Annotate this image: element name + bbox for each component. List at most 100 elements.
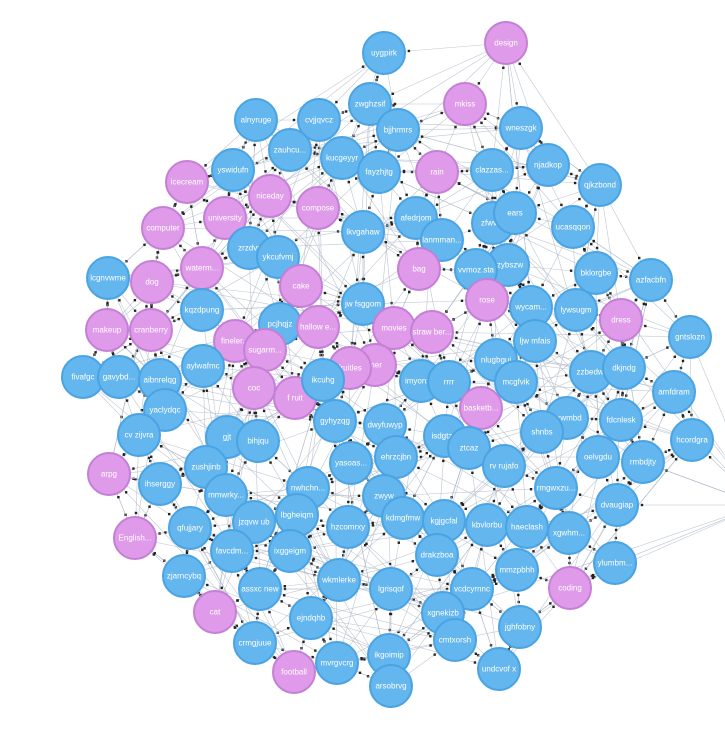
- node-circle[interactable]: [668, 315, 712, 359]
- graph-node-rmbdjty[interactable]: rmbdjty: [621, 440, 665, 484]
- graph-node-coding[interactable]: coding: [548, 566, 592, 610]
- graph-node-ljwmfais[interactable]: ljw mfais: [513, 319, 557, 363]
- graph-node-design[interactable]: design: [484, 21, 528, 65]
- graph-node-njadkop[interactable]: njadkop: [526, 143, 570, 187]
- graph-node-hzcomrxy[interactable]: hzcomrxy: [326, 505, 370, 549]
- node-circle[interactable]: [348, 82, 392, 126]
- graph-node-xgwhm[interactable]: xgwhm...: [547, 511, 591, 555]
- node-circle[interactable]: [238, 567, 282, 611]
- graph-node-ylumbm[interactable]: ylumbm...: [593, 541, 637, 585]
- graph-node-watermelon[interactable]: waterm...: [180, 246, 224, 290]
- node-circle[interactable]: [547, 511, 591, 555]
- node-circle[interactable]: [168, 506, 212, 550]
- node-circle[interactable]: [138, 462, 182, 506]
- graph-node-gntslozn[interactable]: gntslozn: [668, 315, 712, 359]
- node-circle[interactable]: [450, 567, 494, 611]
- graph-node-bihjqu[interactable]: bihjqu: [236, 419, 280, 463]
- graph-node-arsobrvg[interactable]: arsobrvg: [369, 664, 413, 708]
- graph-node-amfdram[interactable]: amfdram: [652, 370, 696, 414]
- node-circle[interactable]: [369, 567, 413, 611]
- graph-node-favcdm[interactable]: favcdm...: [210, 529, 254, 573]
- graph-node-mmzpbhh[interactable]: mmzpbhh: [495, 548, 539, 592]
- graph-node-assxcnew[interactable]: assxc new: [238, 567, 282, 611]
- node-circle[interactable]: [410, 310, 454, 354]
- node-circle[interactable]: [554, 288, 598, 332]
- node-circle[interactable]: [248, 174, 292, 218]
- node-circle[interactable]: [296, 305, 340, 349]
- graph-node-rmgwxzu[interactable]: rmgwxzu...: [534, 466, 578, 510]
- node-circle[interactable]: [374, 435, 418, 479]
- graph-node-bag[interactable]: bag: [397, 247, 441, 291]
- node-circle[interactable]: [369, 664, 413, 708]
- node-circle[interactable]: [141, 206, 185, 250]
- node-circle[interactable]: [415, 150, 459, 194]
- node-circle[interactable]: [447, 426, 491, 470]
- graph-node-rain[interactable]: rain: [415, 150, 459, 194]
- node-circle[interactable]: [234, 98, 278, 142]
- node-circle[interactable]: [443, 82, 487, 126]
- graph-node-zauhcu[interactable]: zauhcu...: [268, 128, 312, 172]
- node-circle[interactable]: [574, 251, 618, 295]
- graph-node-lywsugm[interactable]: lywsugm: [554, 288, 598, 332]
- graph-node-haeclash[interactable]: haeclash: [505, 505, 549, 549]
- graph-node-kbvlorbu[interactable]: kbvlorbu: [465, 503, 509, 547]
- node-circle[interactable]: [420, 218, 464, 262]
- node-circle[interactable]: [232, 366, 276, 410]
- node-circle[interactable]: [97, 355, 141, 399]
- node-circle[interactable]: [85, 308, 129, 352]
- node-circle[interactable]: [181, 344, 225, 388]
- graph-node-arpg[interactable]: arpg: [87, 452, 131, 496]
- node-circle[interactable]: [272, 650, 316, 694]
- graph-node-yswidufn[interactable]: yswidufn: [211, 148, 255, 192]
- node-circle[interactable]: [256, 235, 300, 279]
- graph-node-qfujjary[interactable]: qfujjary: [168, 506, 212, 550]
- graph-node-makeup[interactable]: makeup: [85, 308, 129, 352]
- node-circle[interactable]: [551, 205, 595, 249]
- node-circle[interactable]: [268, 529, 312, 573]
- graph-node-coc[interactable]: coc: [232, 366, 276, 410]
- node-circle[interactable]: [498, 605, 542, 649]
- node-circle[interactable]: [493, 191, 537, 235]
- node-circle[interactable]: [210, 529, 254, 573]
- graph-node-aylwafmc[interactable]: aylwafmc: [181, 344, 225, 388]
- node-circle[interactable]: [593, 541, 637, 585]
- graph-node-ikcuhg[interactable]: ikcuhg: [301, 358, 345, 402]
- node-circle[interactable]: [599, 398, 643, 442]
- graph-node-lgrisqof[interactable]: lgrisqof: [369, 567, 413, 611]
- node-circle[interactable]: [621, 440, 665, 484]
- graph-node-jghfobny[interactable]: jghfobny: [498, 605, 542, 649]
- graph-node-mcgfvik[interactable]: mcgfvik: [494, 360, 538, 404]
- graph-node-dvaugiap[interactable]: dvaugiap: [595, 483, 639, 527]
- node-circle[interactable]: [534, 466, 578, 510]
- node-circle[interactable]: [117, 413, 161, 457]
- node-circle[interactable]: [297, 98, 341, 142]
- node-circle[interactable]: [211, 148, 255, 192]
- graph-node-ucasqqon[interactable]: ucasqqon: [551, 205, 595, 249]
- graph-node-basketball[interactable]: basketb...: [459, 386, 503, 430]
- graph-node-wkmlerke[interactable]: wkmlerke: [317, 558, 361, 602]
- graph-node-icecream[interactable]: icecream: [165, 160, 209, 204]
- graph-node-halloween[interactable]: hallow e...: [296, 305, 340, 349]
- node-circle[interactable]: [326, 505, 370, 549]
- graph-node-yasoas[interactable]: yasoas...: [329, 441, 373, 485]
- node-circle[interactable]: [513, 319, 557, 363]
- graph-node-uygpirk[interactable]: uygpirk: [362, 31, 406, 75]
- node-circle[interactable]: [362, 31, 406, 75]
- node-circle[interactable]: [341, 282, 385, 326]
- node-circle[interactable]: [629, 258, 673, 302]
- graph-node-ehrzcjbn[interactable]: ehrzcjbn: [374, 435, 418, 479]
- node-circle[interactable]: [180, 288, 224, 332]
- node-circle[interactable]: [315, 641, 359, 685]
- graph-node-mvrgvcrg[interactable]: mvrgvcrg: [315, 641, 359, 685]
- node-circle[interactable]: [520, 410, 564, 454]
- node-circle[interactable]: [87, 452, 131, 496]
- graph-node-ihserggy[interactable]: ihserggy: [138, 462, 182, 506]
- node-circle[interactable]: [203, 196, 247, 240]
- node-circle[interactable]: [484, 21, 528, 65]
- graph-node-dkjndg[interactable]: dkjndg: [602, 346, 646, 390]
- node-circle[interactable]: [576, 435, 620, 479]
- node-circle[interactable]: [86, 256, 130, 300]
- node-circle[interactable]: [652, 370, 696, 414]
- node-circle[interactable]: [341, 210, 385, 254]
